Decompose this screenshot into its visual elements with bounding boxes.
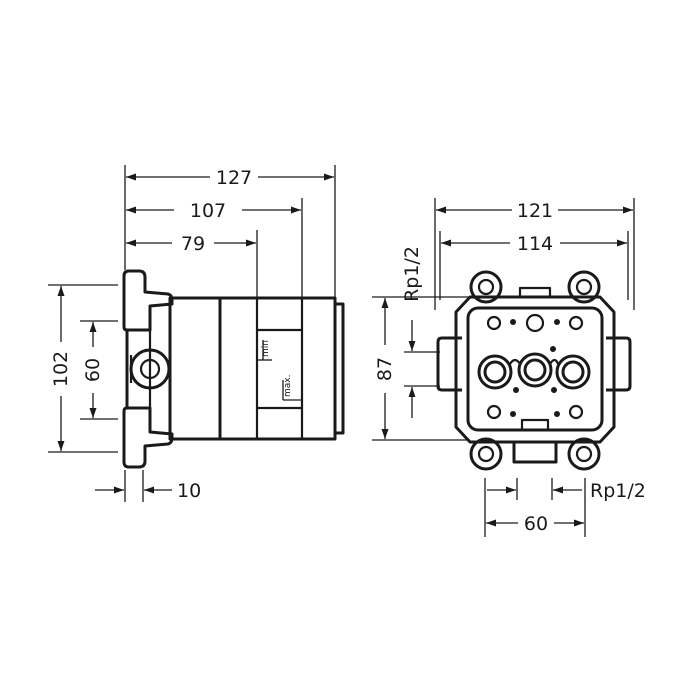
front-view: 121 114 87 Rp1/2 Rp1/2 (372, 198, 646, 537)
dim-label-60-side: 60 (82, 358, 104, 382)
dim-114: 114 (441, 233, 627, 255)
dim-127: 127 (126, 167, 334, 189)
dim-label-127: 127 (216, 167, 252, 189)
dim-60-front: 60 (486, 513, 584, 535)
dim-79: 79 (126, 233, 256, 255)
dim-label-87: 87 (374, 357, 396, 381)
dim-121: 121 (436, 200, 633, 222)
dim-107: 107 (126, 200, 301, 222)
dim-10: 10 (95, 480, 201, 502)
label-min: min (261, 340, 271, 357)
dim-60-side: 60 (82, 322, 104, 418)
dim-label-79: 79 (181, 233, 205, 255)
dim-label-102: 102 (50, 351, 72, 387)
label-thread-bottom: Rp1/2 (590, 480, 646, 502)
label-thread-top: Rp1/2 (401, 246, 423, 302)
dim-87: 87 (374, 298, 396, 439)
front-body (436, 270, 632, 471)
dim-label-60-front: 60 (524, 513, 548, 535)
dim-label-114: 114 (517, 233, 553, 255)
dim-rp-horizontal: Rp1/2 (487, 480, 646, 502)
label-max: max. (283, 375, 293, 397)
dim-102: 102 (50, 286, 72, 451)
side-body (122, 269, 345, 469)
dim-label-107: 107 (190, 200, 226, 222)
dim-label-121: 121 (517, 200, 553, 222)
dim-label-10: 10 (177, 480, 201, 502)
dim-rp-vertical: Rp1/2 (401, 246, 440, 418)
min-max-markers: min max. (257, 340, 302, 401)
side-view: 127 107 79 102 60 10 (48, 165, 345, 502)
